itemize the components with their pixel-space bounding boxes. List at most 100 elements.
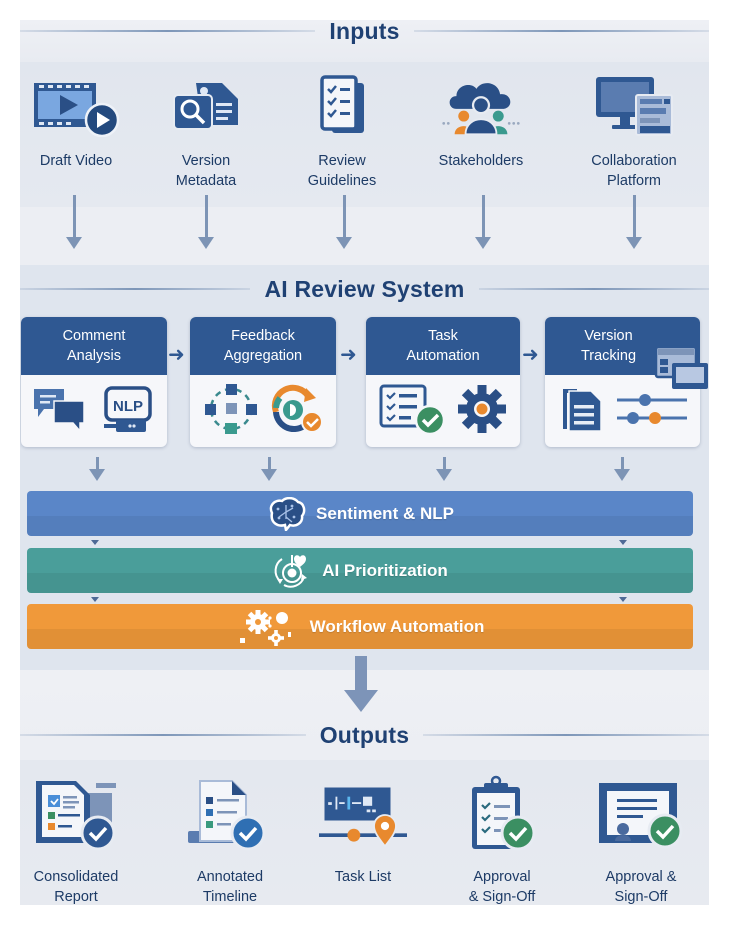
arrow-down [436, 457, 452, 483]
outputs-band [20, 760, 709, 905]
ai-system-section-header: AI Review System [20, 274, 709, 304]
layer-sentiment-nlp: Sentiment & NLP [27, 491, 693, 536]
ai-system-title: AI Review System [264, 275, 465, 302]
checklist-document-icon [292, 75, 392, 139]
label-line: Tracking [580, 348, 637, 364]
module-body [190, 375, 336, 447]
label-line: & Sign-Off [468, 889, 536, 905]
label-line: Annotated [196, 869, 264, 885]
connector-triangle [619, 597, 627, 602]
nlp-chip-icon: NLP [100, 384, 156, 439]
label-line: Version [584, 328, 633, 344]
inputs-header-band [20, 20, 709, 62]
label-line: Guidelines [307, 173, 377, 189]
brain-icon [266, 496, 306, 531]
diagram-canvas: Inputs Draft Video [20, 20, 709, 905]
connector-triangle [91, 540, 99, 545]
label-line: Report [54, 889, 98, 905]
input-label: Review Guidelines [277, 151, 407, 191]
label-line: Task List [334, 869, 392, 885]
label-line: Aggregation [223, 348, 303, 364]
label-line: Approval & [605, 869, 677, 885]
checklist-check-icon [378, 382, 450, 441]
label-line: Automation [406, 348, 480, 364]
divider-right [423, 734, 709, 736]
report-check-icon [21, 775, 131, 855]
module-body: NLP [21, 375, 167, 447]
output-annotated-timeline: Annotated Timeline [160, 775, 300, 905]
input-stakeholders: Stakeholders [416, 75, 546, 171]
big-arrow-down [344, 656, 378, 716]
certificate-check-icon [586, 775, 696, 855]
output-task-list: Task List [293, 775, 433, 887]
input-label: Version Metadata [141, 151, 271, 191]
label-line: Draft Video [39, 153, 113, 169]
divider-left [20, 734, 306, 736]
stakeholders-cloud-icon [431, 75, 531, 139]
output-label: Approval & Sign-Off [571, 867, 709, 905]
label-line: Timeline [202, 889, 258, 905]
node-cluster-icon [202, 382, 260, 441]
label-line: Review [318, 153, 366, 169]
module-body [545, 375, 700, 447]
label-line: Task [428, 328, 458, 344]
inputs-title: Inputs [329, 20, 400, 44]
label-line: Sign-Off [614, 889, 668, 905]
chat-bubbles-icon [32, 385, 94, 438]
inputs-arrow-band [20, 207, 709, 265]
output-label: Consolidated Report [20, 867, 146, 905]
input-collaboration-platform: Collaboration Platform [569, 75, 699, 191]
label-line: Comment [62, 328, 126, 344]
output-approval-sign-off: Approval & Sign-Off [432, 775, 572, 905]
nlp-text: NLP [113, 398, 143, 415]
inputs-row: Draft Video Version Metadata [20, 75, 709, 205]
output-label: Annotated Timeline [160, 867, 300, 905]
connector-triangle [619, 540, 627, 545]
label-line: Collaboration [591, 153, 677, 169]
label-line: Approval [473, 869, 531, 885]
label-line: Metadata [175, 173, 237, 189]
layer-label: Sentiment & NLP [316, 503, 454, 523]
sliders-icon [613, 386, 689, 437]
output-approval-sign-off-certificate: Approval & Sign-Off [571, 775, 709, 905]
divider-left [20, 30, 316, 32]
label-line: Platform [607, 173, 661, 189]
divider-left [20, 288, 251, 290]
input-label: Collaboration Platform [569, 151, 699, 191]
input-draft-video: Draft Video [20, 75, 141, 171]
arrow-down [475, 195, 491, 251]
timeline-pin-icon [308, 775, 418, 855]
label-line: Feedback [231, 328, 295, 344]
label-line: Stakeholders [438, 153, 524, 169]
cycle-check-icon [266, 382, 324, 441]
gears-icon [236, 608, 300, 646]
outputs-row: Consolidated Report Annotated T [20, 775, 709, 905]
input-review-guidelines: Review Guidelines [277, 75, 407, 191]
arrow-down [66, 195, 82, 251]
label-line: Analysis [66, 348, 121, 364]
output-consolidated-report: Consolidated Report [20, 775, 146, 905]
input-label: Stakeholders [416, 151, 546, 171]
monitor-platform-icon [584, 75, 684, 139]
metadata-search-icon [156, 75, 256, 139]
arrow-down [614, 457, 630, 483]
arrow-down [336, 195, 352, 251]
module-body [366, 375, 520, 447]
layer-workflow-automation: Workflow Automation [27, 604, 693, 649]
document-icon [557, 383, 607, 440]
connector-triangle [91, 597, 99, 602]
divider-right [413, 30, 709, 32]
outputs-title: Outputs [319, 721, 410, 748]
inputs-band [20, 62, 709, 207]
windows-icon [654, 345, 709, 398]
video-play-icon [26, 75, 126, 139]
arrow-down [261, 457, 277, 483]
label-line: Consolidated [33, 869, 119, 885]
